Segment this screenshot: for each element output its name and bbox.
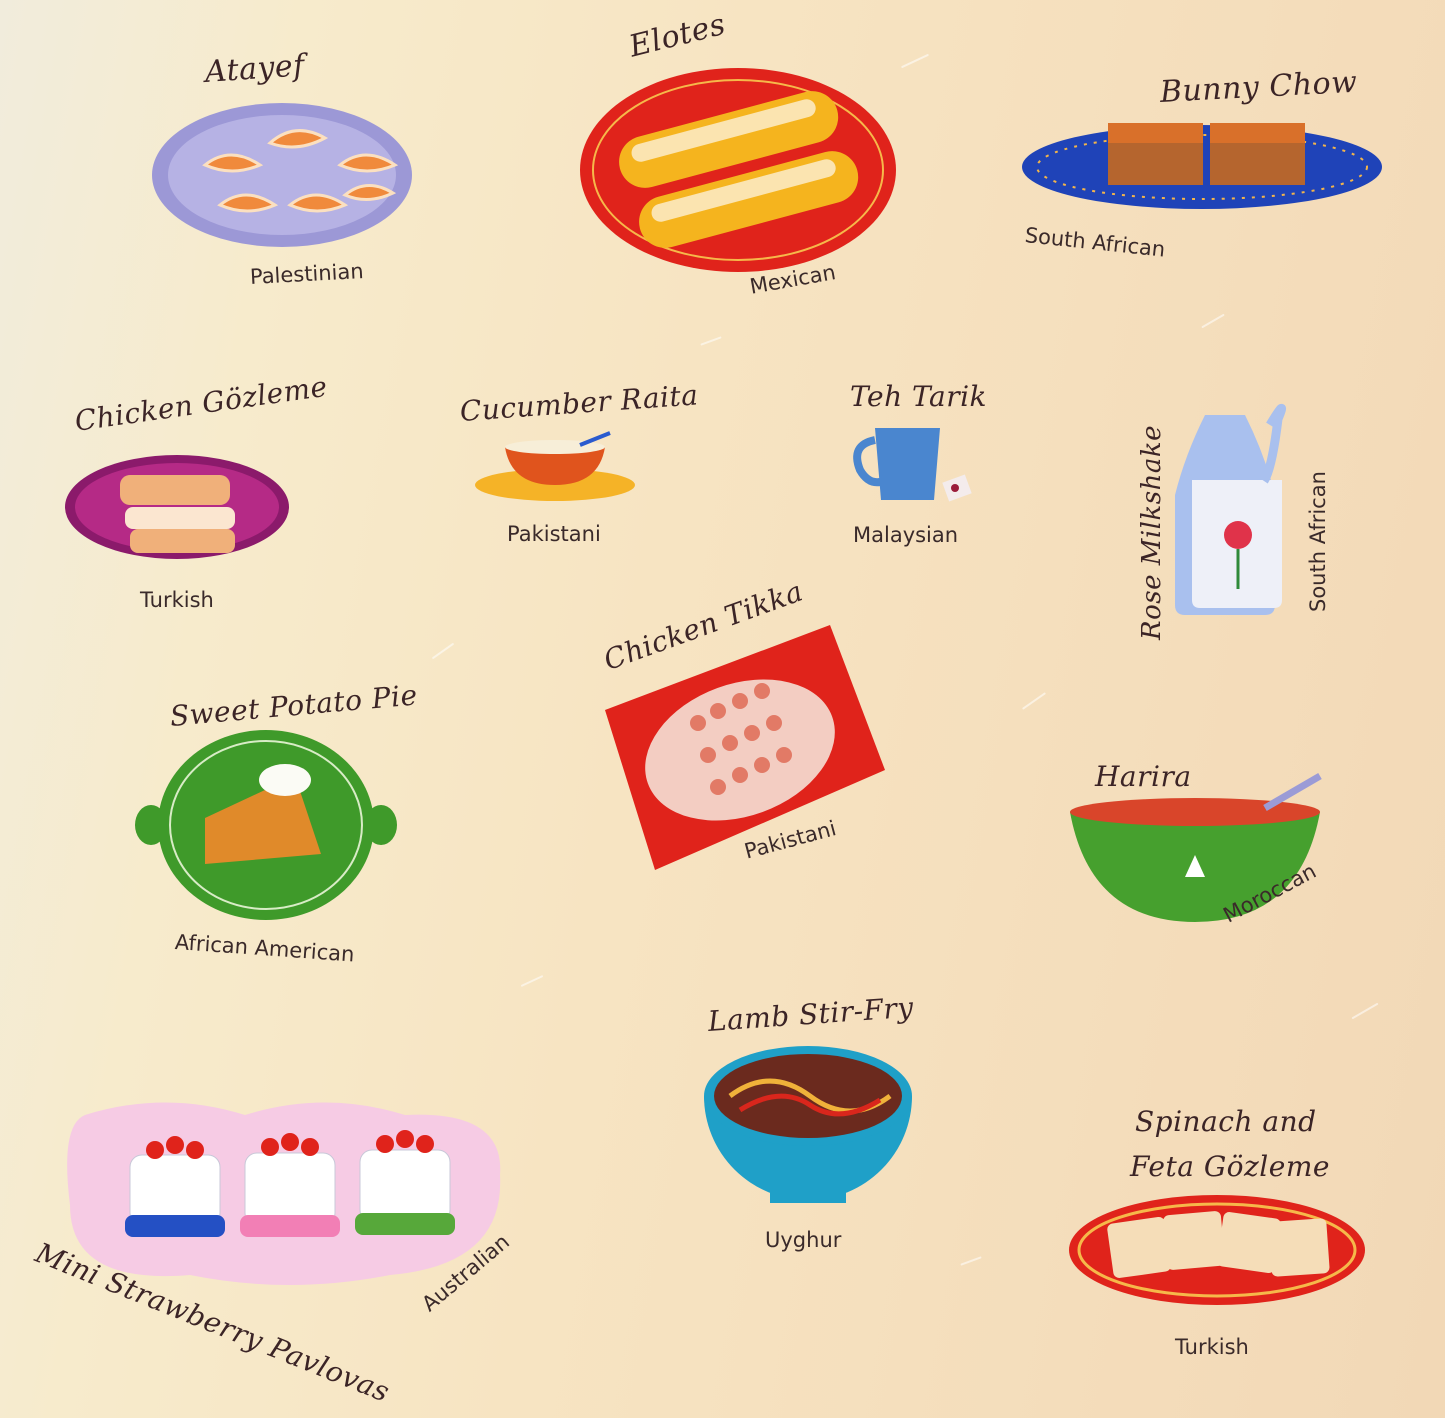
- dish-elotes: Elotes Mexican: [580, 7, 900, 305]
- dish-name-line1: Spinach and: [1135, 1105, 1317, 1138]
- dish-name: Teh Tarik: [850, 380, 988, 413]
- dish-spinach-feta-gozleme: Spinach and Feta Gözleme Turkish: [1065, 1095, 1375, 1365]
- rose-milkshake-jug-illustration: [1175, 404, 1287, 615]
- dish-origin: Malaysian: [853, 523, 959, 547]
- dish-origin: Pakistani: [507, 522, 601, 546]
- chicken-tikka-platter-illustration: [605, 625, 885, 870]
- dish-sweet-potato-pie: Sweet Potato Pie African American: [135, 678, 419, 975]
- dish-mini-strawberry-pavlovas: Mini Strawberry Pavlovas Australian: [31, 1095, 535, 1409]
- teh-tarik-cup-illustration: [853, 428, 972, 502]
- dish-name: Rose Milkshake: [1137, 425, 1167, 640]
- dish-chicken-gozleme: Chicken Gözleme Turkish: [65, 370, 330, 620]
- dish-origin: South African: [1306, 471, 1330, 612]
- dish-origin: Uyghur: [765, 1228, 842, 1252]
- dish-teh-tarik: Teh Tarik Malaysian: [845, 380, 1015, 550]
- harira-bowl-illustration: [1070, 772, 1322, 922]
- chicken-gozleme-plate-illustration: [65, 455, 289, 559]
- elotes-plate-illustration: [580, 68, 896, 272]
- spinach-feta-gozleme-plate-illustration: [1069, 1195, 1365, 1305]
- dish-atayef: Atayef Palestinian: [150, 48, 420, 295]
- cucumber-raita-bowl-illustration: [475, 431, 635, 501]
- dish-origin: Turkish: [1175, 1335, 1249, 1359]
- dish-lamb-stir-fry: Lamb Stir-Fry Uyghur: [700, 991, 920, 1260]
- atayef-plate-illustration: [152, 103, 412, 247]
- dish-name: Harira: [1095, 760, 1192, 793]
- dish-bunny-chow: Bunny Chow South African: [1020, 65, 1400, 275]
- dish-rose-milkshake: Rose Milkshake South African: [1120, 395, 1350, 640]
- dish-chicken-tikka: Chicken Tikka Pakistani: [599, 574, 890, 885]
- dish-harira: Harira Moroccan: [1065, 760, 1345, 965]
- dish-name: Atayef: [203, 48, 306, 90]
- dish-name-line2: Feta Gözleme: [1130, 1150, 1330, 1183]
- sweet-potato-pie-plate-illustration: [135, 730, 397, 920]
- lamb-stir-fry-bowl-illustration: [704, 1046, 912, 1203]
- pavlovas-plate-illustration: [67, 1102, 501, 1285]
- dish-cucumber-raita: Cucumber Raita Pakistani: [459, 378, 700, 550]
- bunny-chow-plate-illustration: [1022, 123, 1382, 209]
- dish-origin: Turkish: [140, 588, 214, 612]
